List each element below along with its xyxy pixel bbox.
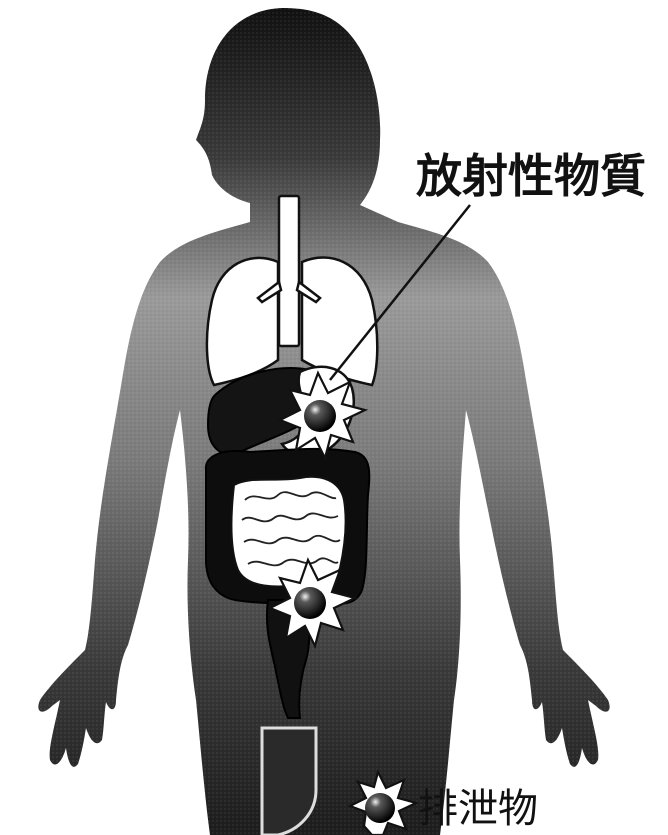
- label-radioactive-substance: 放射性物質: [416, 149, 646, 203]
- radioactive-sphere: [365, 793, 395, 823]
- label-excretion: 排泄物: [418, 786, 538, 832]
- radioactive-sphere: [294, 587, 326, 619]
- radioactive-sphere: [304, 400, 336, 432]
